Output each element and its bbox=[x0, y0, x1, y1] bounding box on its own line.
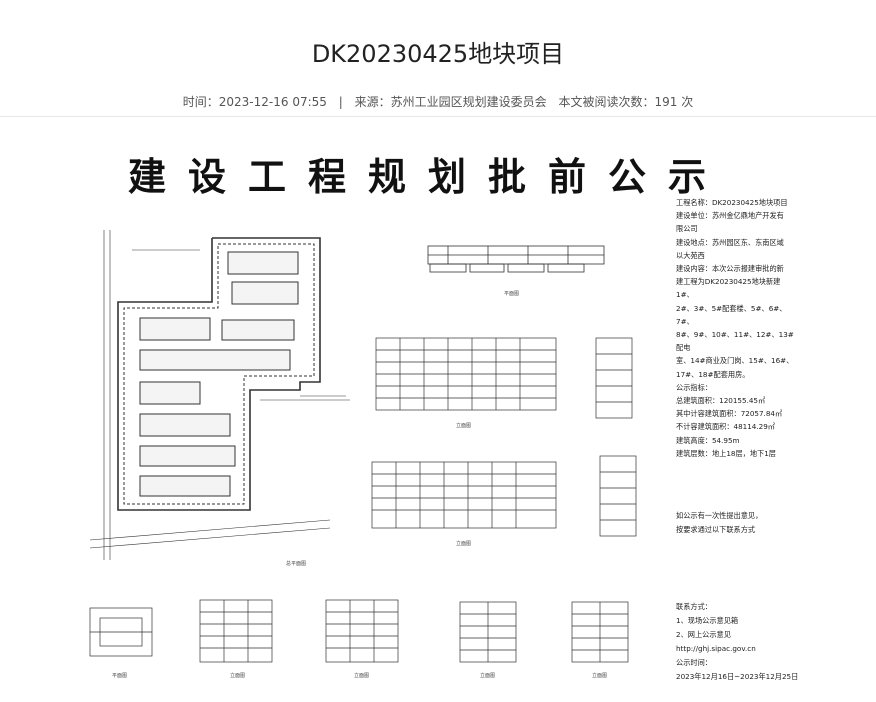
header-divider bbox=[0, 116, 876, 117]
bottom-5-caption: 立面图 bbox=[592, 673, 608, 679]
site-plan-caption: 总平面图 bbox=[286, 561, 307, 567]
info-line: 公示指标： bbox=[676, 382, 712, 392]
info-line: 建工程为DK20230425地块新建1#、 bbox=[676, 277, 781, 300]
contact-url[interactable]: http://ghj.sipac.gov.cn bbox=[676, 644, 756, 653]
info-line: 建设单位：苏州金亿鼎地产开发有 bbox=[676, 211, 784, 221]
view-count: 本文被阅读次数：191 次 bbox=[558, 95, 694, 109]
contact-line: 公示时间： bbox=[676, 658, 712, 667]
elevation-1-caption: 立面图 bbox=[456, 423, 472, 429]
site-plan-drawing bbox=[89, 230, 350, 560]
bottom-1-caption: 平面图 bbox=[112, 673, 128, 679]
bottom-3-caption: 立面图 bbox=[354, 673, 370, 679]
info-line: 总建筑面积：120155.45㎡ bbox=[676, 396, 766, 406]
info-line: 建设地点：苏州园区东、东南区域 bbox=[676, 237, 784, 247]
contact-line: 联系方式： bbox=[676, 602, 712, 611]
meta-separator: | bbox=[338, 95, 343, 109]
info-line: 限公司 bbox=[676, 224, 698, 234]
feedback-note: 如公示有一次性提出意见， 按要求通过以下联系方式 bbox=[676, 509, 796, 537]
elevation-drawing-1 bbox=[375, 337, 633, 419]
time-label: 时间：2023-12-16 07:55 bbox=[182, 95, 327, 109]
info-line: 室、14#商业及门岗、15#、16#、 bbox=[676, 356, 794, 366]
elevation-2-caption: 立面图 bbox=[456, 541, 472, 547]
elevation-drawing-2 bbox=[371, 455, 637, 537]
bottom-drawings bbox=[89, 599, 629, 663]
contact-line: 1、现场公示意见箱 bbox=[676, 616, 739, 625]
info-line: 工程名称：DK20230425地块项目 bbox=[676, 198, 788, 207]
info-line: 以大苑西 bbox=[676, 250, 705, 260]
article-title: DK20230425地块项目 bbox=[311, 40, 565, 68]
contact-line: 2、网上公示意见 bbox=[676, 630, 731, 639]
floor-plan-drawing bbox=[427, 245, 605, 273]
bottom-2-caption: 立面图 bbox=[230, 673, 246, 679]
note-line: 如公示有一次性提出意见， bbox=[676, 511, 763, 520]
project-info-text: 工程名称：DK20230425地块项目 建设单位：苏州金亿鼎地产开发有 限公司 … bbox=[676, 196, 796, 460]
source-label: 来源：苏州工业园区规划建设委员会 bbox=[354, 95, 547, 109]
info-line: 2#、3#、5#配套楼、5#、6#、7#、 bbox=[676, 303, 787, 326]
poster-heading: 建设工程规划批前公示 bbox=[128, 155, 729, 199]
info-line: 建筑高度：54.95m bbox=[676, 435, 740, 445]
contact-info: 联系方式： 1、现场公示意见箱 2、网上公示意见 http://ghj.sipa… bbox=[676, 600, 806, 684]
note-line: 按要求通过以下联系方式 bbox=[676, 525, 756, 534]
contact-line: 2023年12月16日~2023年12月25日 bbox=[676, 672, 799, 681]
info-line: 17#、18#配套用房。 bbox=[676, 369, 750, 379]
info-line: 建设内容：本次公示报建审批的新 bbox=[676, 264, 784, 274]
info-line: 不计容建筑面积：48114.29㎡ bbox=[676, 422, 775, 432]
bottom-4-caption: 立面图 bbox=[480, 673, 496, 679]
info-line: 其中计容建筑面积：72057.84㎡ bbox=[676, 409, 783, 419]
article-meta: 时间：2023-12-16 07:55 | 来源：苏州工业园区规划建设委员会 本… bbox=[0, 93, 876, 110]
info-line: 建筑层数：地上18层，地下1层 bbox=[676, 448, 776, 458]
floor-plan-caption: 平面图 bbox=[504, 291, 520, 297]
info-line: 8#、9#、10#、11#、12#、13#配电 bbox=[676, 330, 794, 353]
